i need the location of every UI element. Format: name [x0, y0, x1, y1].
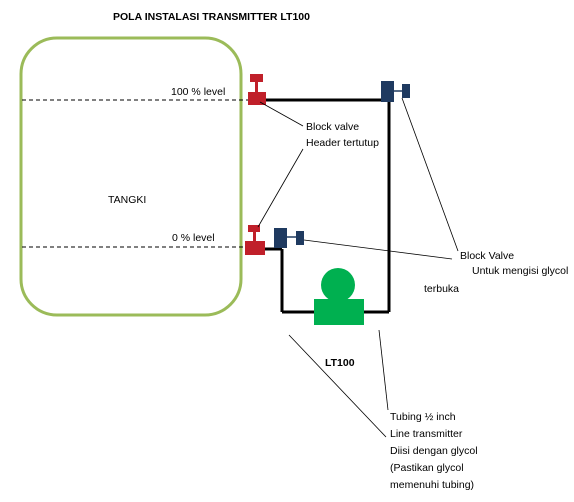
- block-valve-bottom-icon: [245, 225, 265, 255]
- tubing-label-line5: memenuhi tubing): [390, 479, 475, 491]
- fill-valve-bottom-icon: [274, 228, 304, 248]
- fill-valve-top-icon: [381, 81, 410, 102]
- level-100-label: 100 % level: [171, 86, 226, 98]
- callout-line-block-valve-top: [259, 101, 304, 127]
- callout-line-fill-valve-top: [401, 97, 459, 252]
- transmitter-label: LT100: [325, 357, 355, 369]
- block-valve-glycol-label-line1: Block Valve: [460, 250, 515, 262]
- tubing-label-line1: Tubing ½ inch: [390, 411, 456, 423]
- block-valve-header-label-line1: Block valve: [306, 121, 360, 133]
- tubing-label-line4: (Pastikan glycol: [390, 462, 464, 474]
- callout-line-block-valve-bottom: [257, 148, 304, 228]
- level-0-label: 0 % level: [172, 232, 215, 244]
- transmitter-icon: [314, 268, 364, 325]
- callout-line-tubing-right: [378, 329, 389, 411]
- terbuka-label: terbuka: [424, 283, 460, 295]
- block-valve-header-label-line2: Header tertutup: [306, 137, 379, 149]
- tubing-line: [265, 98, 391, 314]
- tubing-label-line2: Line transmitter: [390, 428, 463, 440]
- callout-line-tubing-left: [288, 334, 387, 438]
- tank-label: TANGKI: [108, 194, 147, 206]
- diagram-title: POLA INSTALASI TRANSMITTER LT100: [113, 11, 310, 23]
- block-valve-glycol-label-line2: Untuk mengisi glycol: [472, 265, 569, 277]
- tank-outline: [19, 36, 243, 317]
- callout-line-fill-valve-bottom: [303, 239, 453, 260]
- tubing-label-line3: Diisi dengan glycol: [390, 445, 478, 457]
- block-valve-top-icon: [248, 74, 266, 105]
